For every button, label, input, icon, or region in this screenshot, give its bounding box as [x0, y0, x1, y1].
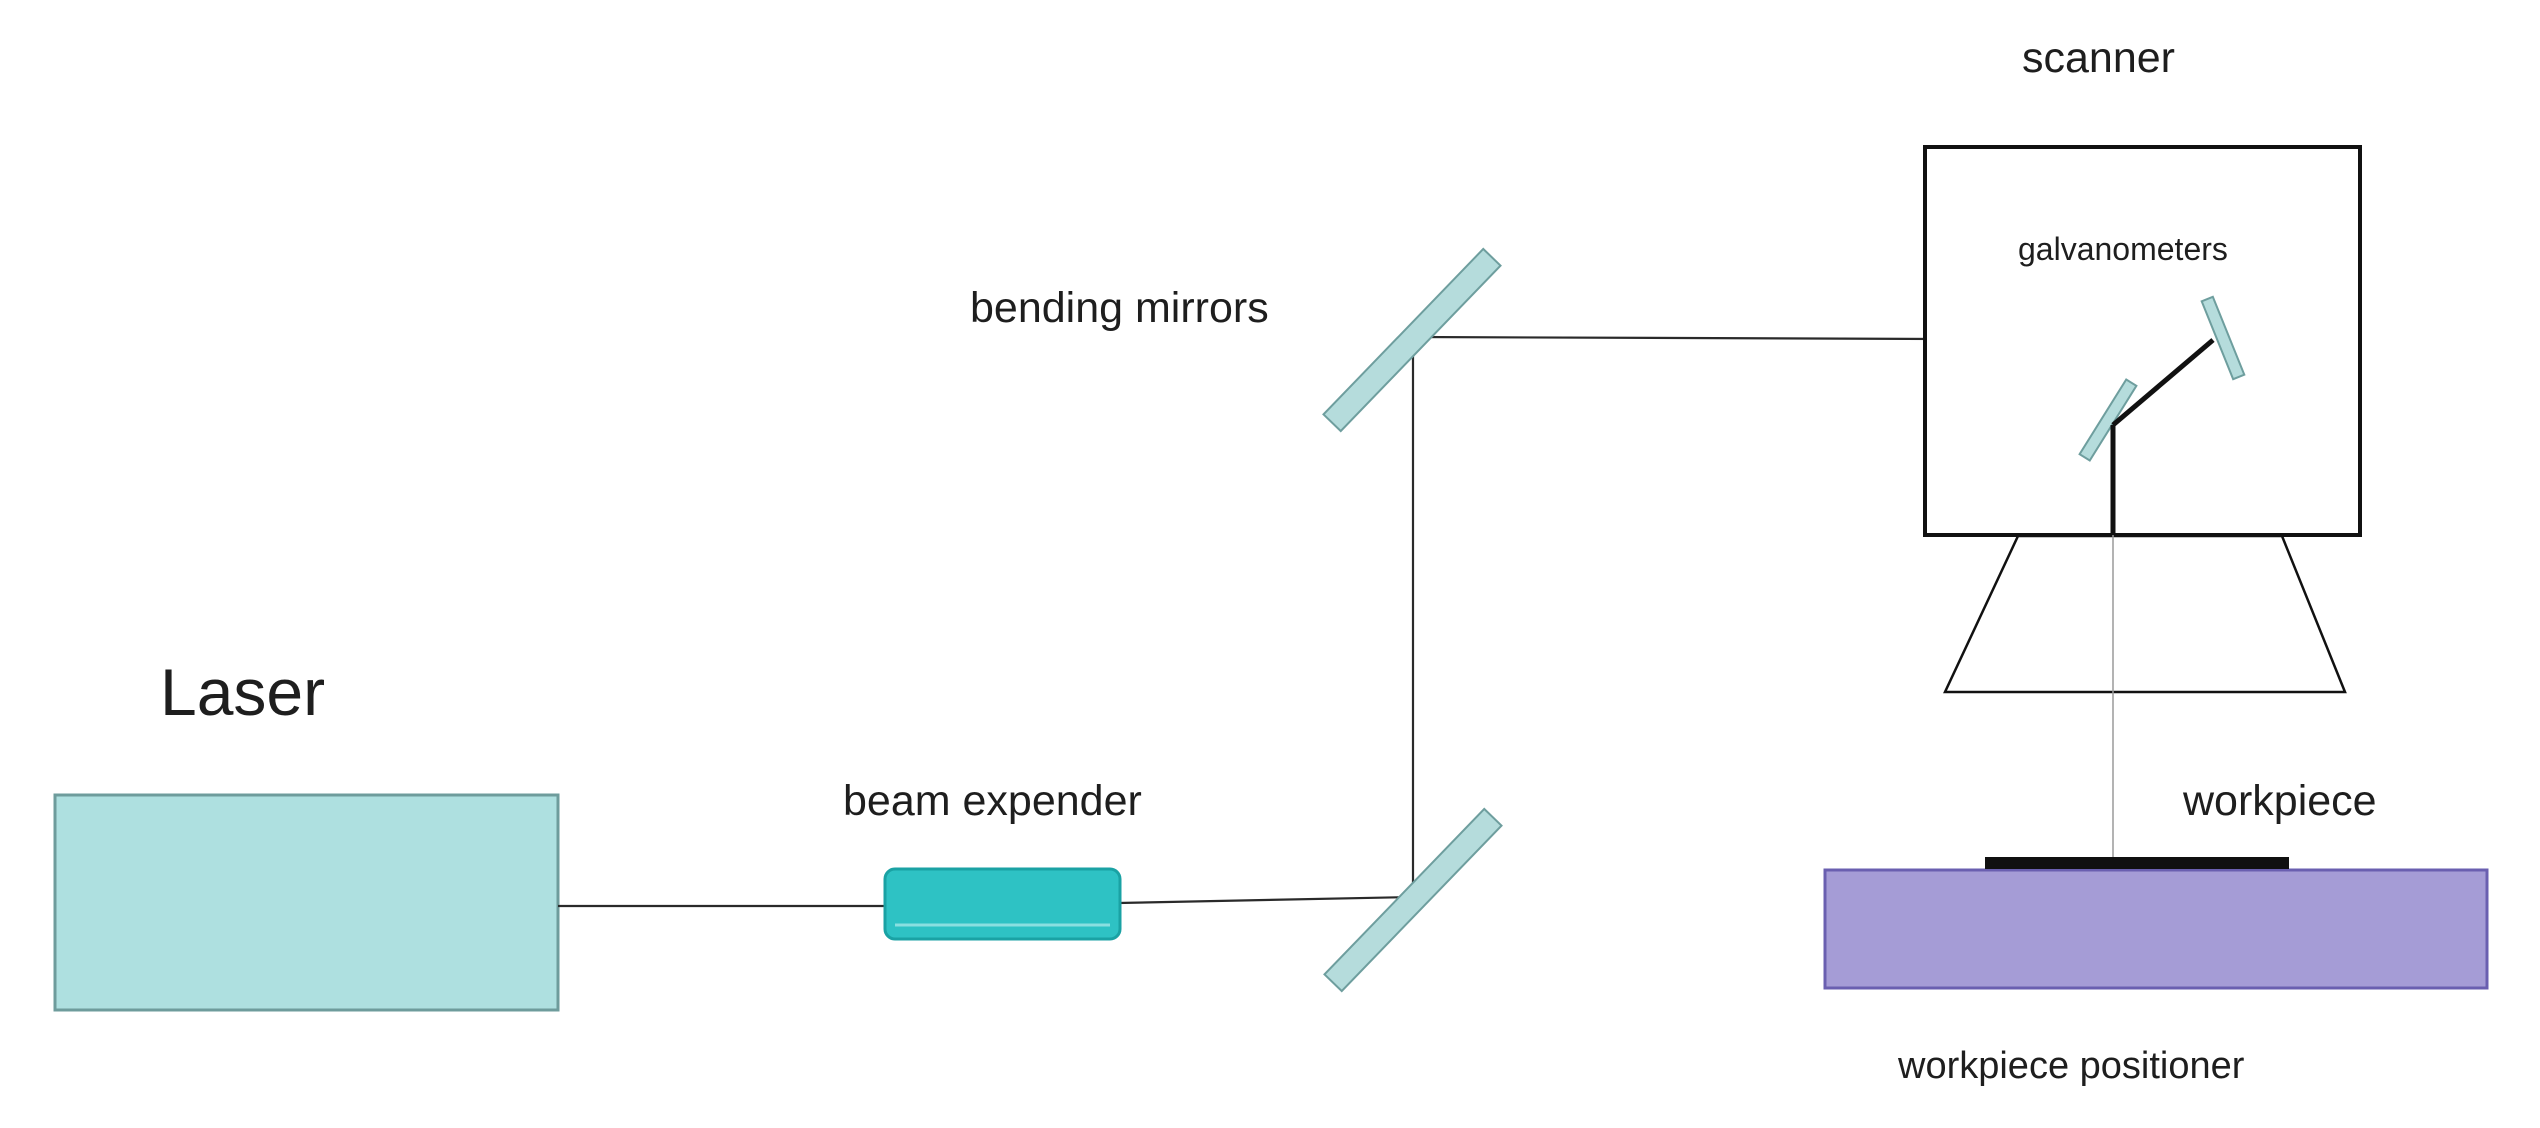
workpiece-positioner [1823, 868, 2489, 990]
workpiece [1985, 857, 2289, 869]
beam-expander-label: beam expender [843, 777, 1142, 825]
upper-bending-mirror [1322, 247, 1502, 433]
scanner-box [1923, 145, 2362, 537]
galvanometers-label: galvanometers [2018, 231, 2228, 267]
beam-between-galvanometers [2111, 338, 2215, 427]
scanner-label: scanner [2022, 34, 2175, 82]
laser-box [53, 793, 560, 1012]
beam-expander-to-lower-mirror [1117, 895, 1414, 905]
beam-expander [883, 867, 1122, 941]
laser-label: Laser [160, 655, 325, 729]
galvanometer-mirror-x [2200, 295, 2246, 381]
workpiece-positioner-label: workpiece positioner [1897, 1045, 2245, 1087]
focusing-lens [1943, 534, 2347, 694]
lower-bending-mirror [1323, 807, 1503, 993]
bending-mirrors-label: bending mirrors [970, 284, 1269, 332]
workpiece-label: workpiece [2182, 777, 2377, 825]
